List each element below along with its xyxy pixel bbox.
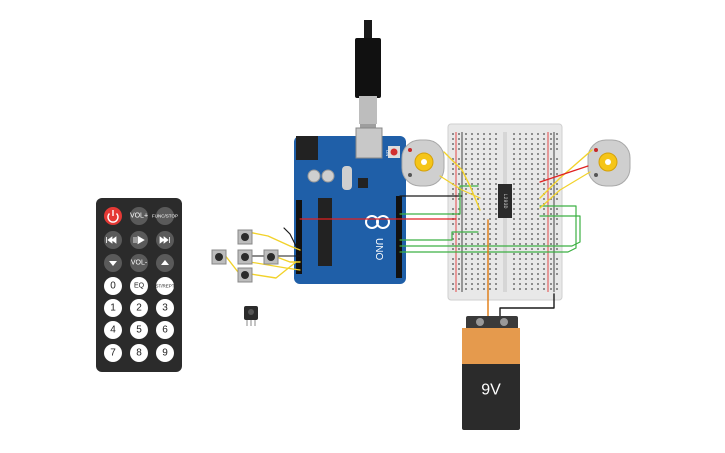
wire-green-3 <box>399 215 581 247</box>
wires[interactable] <box>223 149 593 321</box>
breadboard-holes <box>452 133 558 290</box>
remote-func-stop-button[interactable] <box>156 207 174 225</box>
push-button-right[interactable] <box>263 249 279 265</box>
remote-2-label: 2 <box>136 303 142 314</box>
remote-vol-up-button[interactable] <box>130 207 148 225</box>
remote-2-button[interactable] <box>130 299 148 317</box>
arduino-logo <box>365 215 390 229</box>
power-icon <box>107 213 119 223</box>
arrow-up-icon <box>161 260 169 265</box>
remote-9-label: 9 <box>162 348 168 359</box>
remote-7-button[interactable] <box>104 344 122 362</box>
wire-black-button <box>283 227 297 247</box>
push-button-center[interactable] <box>237 249 253 265</box>
driver-chip-label: L293D <box>502 193 508 208</box>
remote-eq-label: EQ <box>134 283 145 290</box>
remote-8-label: 8 <box>136 348 142 359</box>
wire-red-motor-right <box>539 165 589 183</box>
power-jack <box>296 136 318 160</box>
remote-7-label: 7 <box>110 348 116 359</box>
remote-3-button[interactable] <box>156 299 174 317</box>
usb-jack <box>355 127 383 159</box>
push-button-up[interactable] <box>237 229 253 245</box>
rewind-icon <box>106 236 117 244</box>
wire-yellow-motor-left <box>443 151 481 211</box>
motor-driver-chip[interactable]: L293D <box>498 184 512 218</box>
digital-header <box>396 196 402 278</box>
dc-motor-left[interactable] <box>401 139 445 187</box>
remote-5-button[interactable] <box>130 321 148 339</box>
wire-yellow-motor-right-2 <box>539 171 591 209</box>
play-pause-icon <box>133 235 145 245</box>
remote-vol-down-button[interactable] <box>130 254 148 272</box>
wire-yellow-motor-right <box>539 149 593 199</box>
board-model-label: UNO <box>373 238 384 260</box>
on-led-label: ON <box>385 150 390 156</box>
remote-st-rept-label: ST/REPT <box>155 284 174 289</box>
remote-6-button[interactable] <box>156 321 174 339</box>
remote-0-button[interactable] <box>104 277 122 295</box>
remote-st-rept-button[interactable] <box>156 277 174 295</box>
wire-green-2 <box>399 231 479 241</box>
remote-0-label: 0 <box>110 281 116 292</box>
atmega-chip <box>318 198 332 266</box>
ir-remote[interactable]: VOL+ FUNC/STOP VOL- 0 EQ ST/REPT 1 2 3 4 5 6 7… <box>96 198 182 372</box>
remote-eq-button[interactable] <box>130 277 148 295</box>
remote-vol-up-label: VOL+ <box>130 213 148 220</box>
remote-func-stop-label: FUNC/STOP <box>152 214 178 219</box>
wire-yellow-motor-left-2 <box>439 175 481 199</box>
remote-digit-pad: 1 2 3 4 5 6 7 8 9 <box>104 299 174 362</box>
remote-4-label: 4 <box>110 325 116 336</box>
dc-motor-right[interactable] <box>587 139 631 187</box>
wire-green-4 <box>399 205 577 253</box>
fast-forward-icon <box>159 236 170 244</box>
battery-9v[interactable]: 9V <box>462 316 520 430</box>
wire-yellow-button-2 <box>223 253 297 279</box>
wire-black-battery <box>499 293 555 321</box>
remote-1-label: 1 <box>110 303 116 314</box>
remote-6-label: 6 <box>162 325 168 336</box>
wire-yellow-button-3 <box>273 255 301 263</box>
remote-4-button[interactable] <box>104 321 122 339</box>
ir-receiver[interactable] <box>244 306 258 326</box>
arrow-down-icon <box>109 261 117 266</box>
usb-cable[interactable] <box>355 20 381 132</box>
push-button-left[interactable] <box>211 249 227 265</box>
wire-yellow-button-1 <box>247 231 301 251</box>
wire-green-1 <box>399 185 479 215</box>
battery-label: 9V <box>481 382 501 399</box>
remote-8-button[interactable] <box>130 344 148 362</box>
analog-header <box>296 200 302 274</box>
remote-9-button[interactable] <box>156 344 174 362</box>
arduino-uno-board[interactable]: UNO ON <box>294 127 406 284</box>
remote-5-label: 5 <box>136 325 142 336</box>
push-button-down[interactable] <box>237 267 253 283</box>
remote-1-button[interactable] <box>104 299 122 317</box>
remote-3-label: 3 <box>162 303 168 314</box>
wire-yellow-button-4 <box>249 261 301 271</box>
remote-vol-down-label: VOL- <box>131 260 148 267</box>
